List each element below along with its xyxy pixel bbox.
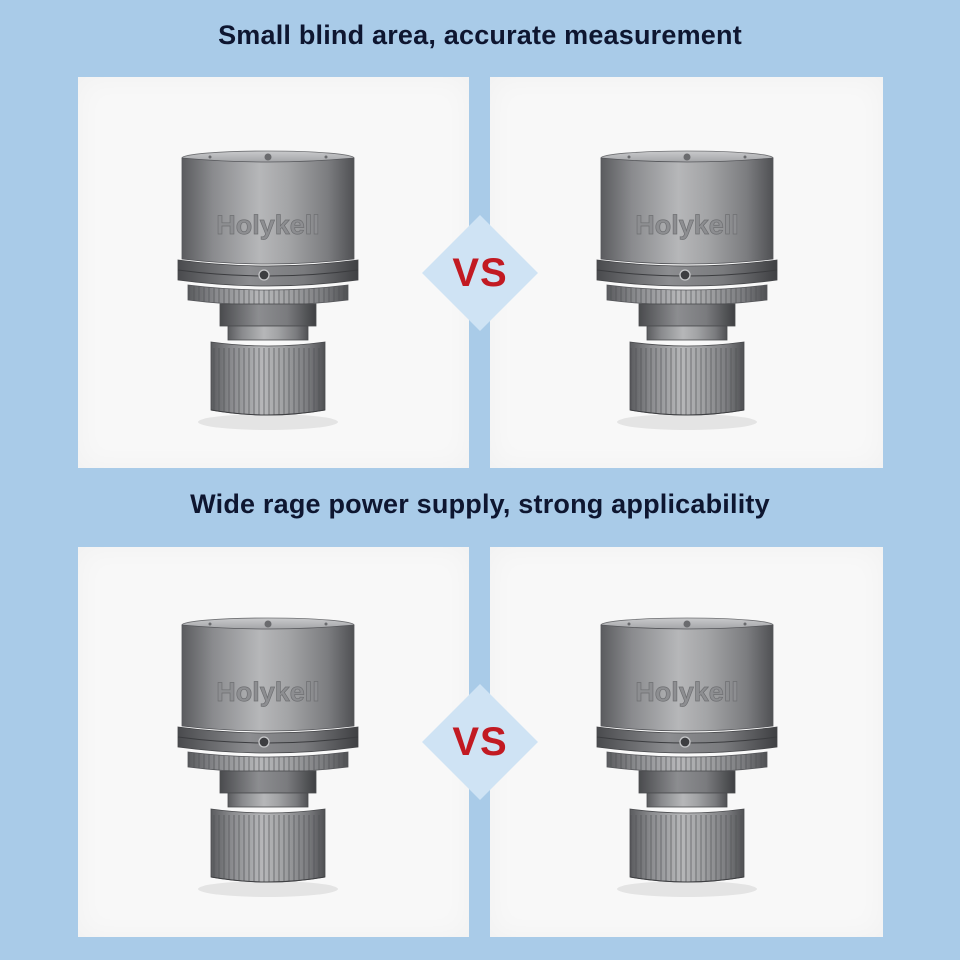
- sensor-illustration: Holykell: [596, 150, 778, 430]
- brand-logo: Holykell: [216, 677, 320, 707]
- sensor-body: Holykell: [177, 150, 359, 430]
- sensor-body: Holykell: [596, 617, 778, 897]
- sensor-illustration: Holykell: [177, 150, 359, 430]
- vs-badge-1: VS: [410, 203, 550, 343]
- brand-logo: Holykell: [635, 677, 739, 707]
- product-image-right-2: Holykell: [490, 547, 883, 937]
- vs-label: VS: [452, 251, 508, 295]
- product-image-left-1: Holykell: [78, 77, 469, 468]
- brand-logo: Holykell: [216, 210, 320, 240]
- set-screw: [679, 736, 691, 748]
- product-image-left-2: Holykell: [78, 547, 469, 937]
- sensor-body: Holykell: [177, 617, 359, 897]
- product-image-right-1: Holykell: [490, 77, 883, 468]
- section-1-heading: Small blind area, accurate measurement: [218, 20, 742, 50]
- diamond-shape: [422, 684, 538, 800]
- diamond-shape: [422, 215, 538, 331]
- sensor-body: Holykell: [596, 150, 778, 430]
- vs-badge-2: VS: [410, 672, 550, 812]
- set-screw: [679, 269, 691, 281]
- sensor-illustration: Holykell: [596, 617, 778, 897]
- section-2-heading: Wide rage power supply, strong applicabi…: [190, 489, 770, 519]
- brand-logo: Holykell: [635, 210, 739, 240]
- set-screw: [258, 736, 270, 748]
- set-screw: [258, 269, 270, 281]
- vs-label: VS: [452, 720, 508, 764]
- sensor-illustration: Holykell: [177, 617, 359, 897]
